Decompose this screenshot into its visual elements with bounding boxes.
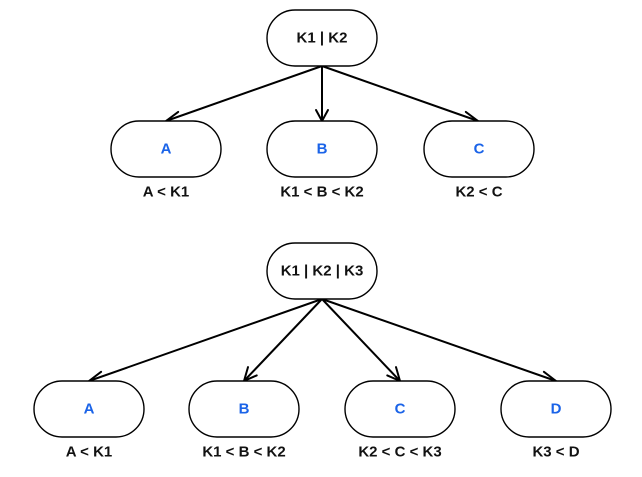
tree-1-edges [165, 65, 479, 124]
condition-label: K1 < B < K2 [280, 184, 363, 201]
condition-label: K3 < D [532, 444, 579, 461]
tree-1-root-node: K1 | K2 [266, 9, 378, 67]
condition-label: K2 < C [455, 184, 502, 201]
tree-2-edges [88, 298, 557, 384]
node-label: K1 | K2 | K3 [281, 263, 364, 280]
node-shape [33, 380, 145, 438]
node-shape [110, 120, 222, 178]
tree-2-child-d: D K3 < D [500, 380, 612, 461]
tree-2-root-node: K1 | K2 | K3 [266, 242, 378, 300]
tree-2-child-a: A A < K1 [33, 380, 145, 461]
edge-root-to-a [88, 298, 323, 382]
tree-1-child-a: A A < K1 [110, 120, 222, 201]
node-label: B [239, 401, 250, 418]
node-shape [266, 9, 378, 67]
edge-root-to-d [321, 298, 557, 382]
node-label: A [84, 401, 95, 418]
tree-2-child-b: B K1 < B < K2 [188, 380, 300, 461]
tree-1: K1 | K2 A A < K1 B K1 < B < K2 C K2 < C [110, 9, 535, 201]
node-shape [423, 120, 535, 178]
edge-root-to-b [243, 298, 323, 382]
tree-2-child-c: C K2 < C < K3 [344, 380, 456, 461]
node-label: B [317, 141, 328, 158]
node-shape [344, 380, 456, 438]
tree-1-child-b: B K1 < B < K2 [266, 120, 378, 201]
node-shape [500, 380, 612, 438]
tree-2: K1 | K2 | K3 A A < K1 B K1 < B < K2 C K2… [33, 242, 612, 461]
node-label: D [551, 401, 562, 418]
edge-root-to-c [321, 298, 401, 382]
condition-label: K2 < C < K3 [358, 444, 441, 461]
node-label: C [395, 401, 406, 418]
edge-root-to-a [165, 65, 323, 122]
node-label: C [474, 141, 485, 158]
condition-label: A < K1 [66, 444, 113, 461]
condition-label: K1 < B < K2 [202, 444, 285, 461]
node-shape [266, 120, 378, 178]
node-shape [188, 380, 300, 438]
tree-1-child-c: C K2 < C [423, 120, 535, 201]
condition-label: A < K1 [143, 184, 190, 201]
node-label: K1 | K2 [297, 30, 348, 47]
edge-root-to-c [321, 65, 479, 122]
node-shape [266, 242, 378, 300]
node-label: A [161, 141, 172, 158]
